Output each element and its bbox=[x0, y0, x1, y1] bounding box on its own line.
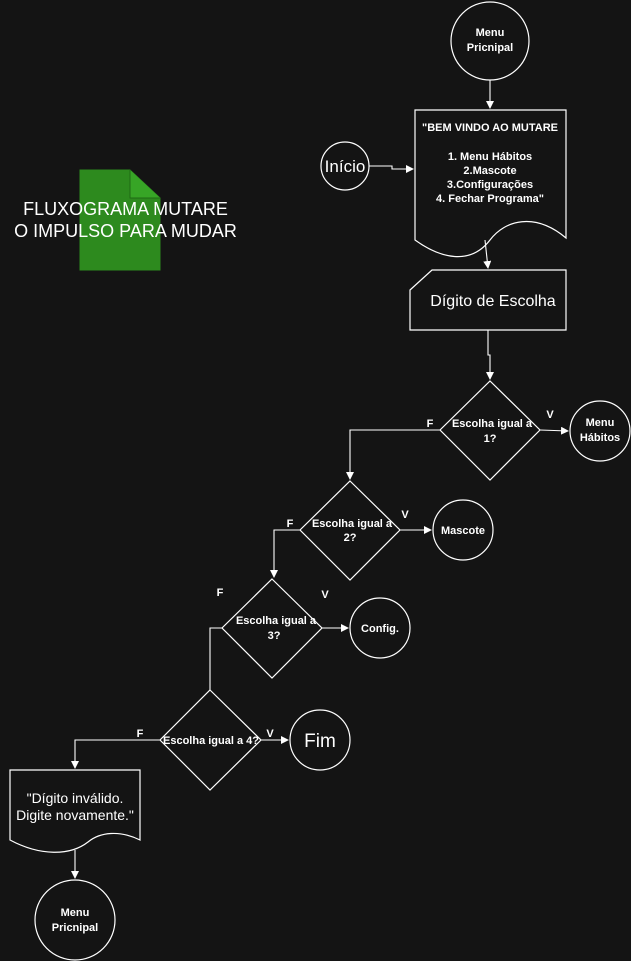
d3-false-label: F bbox=[217, 587, 224, 599]
mascote-circle[interactable] bbox=[432, 499, 494, 561]
welcome-line5: 4. Fechar Programa" bbox=[436, 193, 544, 205]
inicio-label: Início bbox=[325, 157, 366, 176]
menu-habitos-line1: Menu bbox=[586, 417, 615, 429]
menu-principal-top-line1: Menu bbox=[476, 27, 505, 39]
edge-welcome-to-digito bbox=[483, 239, 492, 269]
welcome-line4: 3.Configurações bbox=[447, 179, 533, 191]
menu-principal-bottom-line2: Pricnipal bbox=[52, 922, 98, 934]
decision-1-diamond[interactable] bbox=[439, 380, 541, 481]
digito-escolha-label: Dígito de Escolha bbox=[430, 293, 556, 310]
menu-principal-top-line2: Pricnipal bbox=[467, 42, 513, 54]
title-line1: FLUXOGRAMA MUTARE bbox=[23, 199, 228, 219]
edge-digito-to-d1 bbox=[486, 330, 494, 380]
edge-d4-false bbox=[71, 739, 160, 769]
edge-d2-false bbox=[270, 529, 300, 578]
decision-3-diamond[interactable] bbox=[221, 578, 323, 679]
welcome-line2: 1. Menu Hábitos bbox=[448, 151, 532, 163]
edge-inicio-to-welcome bbox=[369, 165, 414, 173]
invalido-display-shape[interactable] bbox=[9, 769, 141, 853]
menu-habitos-line2: Hábitos bbox=[580, 432, 620, 444]
d1-true-label: V bbox=[546, 409, 554, 421]
edge-d1-false bbox=[346, 429, 440, 480]
menu-habitos-circle[interactable] bbox=[569, 400, 631, 462]
invalido-line1: "Dígito inválido. bbox=[27, 790, 124, 806]
welcome-line1: "BEM VINDO AO MUTARE bbox=[422, 122, 558, 134]
menu-principal-top-circle[interactable] bbox=[450, 1, 530, 81]
invalido-line2: Digite novamente." bbox=[16, 807, 134, 823]
decision-3-line2: 3? bbox=[268, 630, 281, 642]
edge-d1-true bbox=[539, 426, 569, 435]
decision-2-line1: Escolha igual a bbox=[312, 518, 393, 530]
fim-label: Fim bbox=[304, 731, 336, 752]
welcome-display-shape[interactable] bbox=[414, 109, 567, 258]
title-line2: O IMPULSO PARA MUDAR bbox=[14, 221, 237, 241]
config-label: Config. bbox=[361, 623, 399, 635]
decision-3-line1: Escolha igual a bbox=[236, 615, 317, 627]
d4-true-label: V bbox=[266, 728, 274, 740]
document-fold-icon bbox=[129, 170, 160, 199]
config-circle[interactable] bbox=[349, 597, 411, 659]
decision-1-line1: Escolha igual a bbox=[452, 418, 533, 430]
decision-4-diamond[interactable] bbox=[159, 689, 262, 791]
menu-principal-bottom-circle[interactable] bbox=[34, 879, 116, 961]
decision-4-label: Escolha igual a 4? bbox=[163, 735, 259, 747]
welcome-line3: 2.Mascote bbox=[463, 165, 516, 177]
menu-principal-bottom-line1: Menu bbox=[61, 907, 90, 919]
d2-false-label: F bbox=[287, 518, 294, 530]
decision-2-line2: 2? bbox=[344, 532, 357, 544]
d3-true-label: V bbox=[321, 589, 329, 601]
decision-2-diamond[interactable] bbox=[299, 480, 401, 581]
d4-false-label: F bbox=[137, 728, 144, 740]
d1-false-label: F bbox=[427, 418, 434, 430]
edge-d3-false bbox=[209, 627, 222, 690]
fim-circle[interactable] bbox=[289, 709, 351, 771]
d2-true-label: V bbox=[401, 509, 409, 521]
digito-escolha-shape[interactable] bbox=[409, 269, 567, 331]
decision-1-line2: 1? bbox=[484, 433, 497, 445]
mascote-label: Mascote bbox=[441, 525, 485, 537]
document-icon bbox=[79, 169, 161, 271]
